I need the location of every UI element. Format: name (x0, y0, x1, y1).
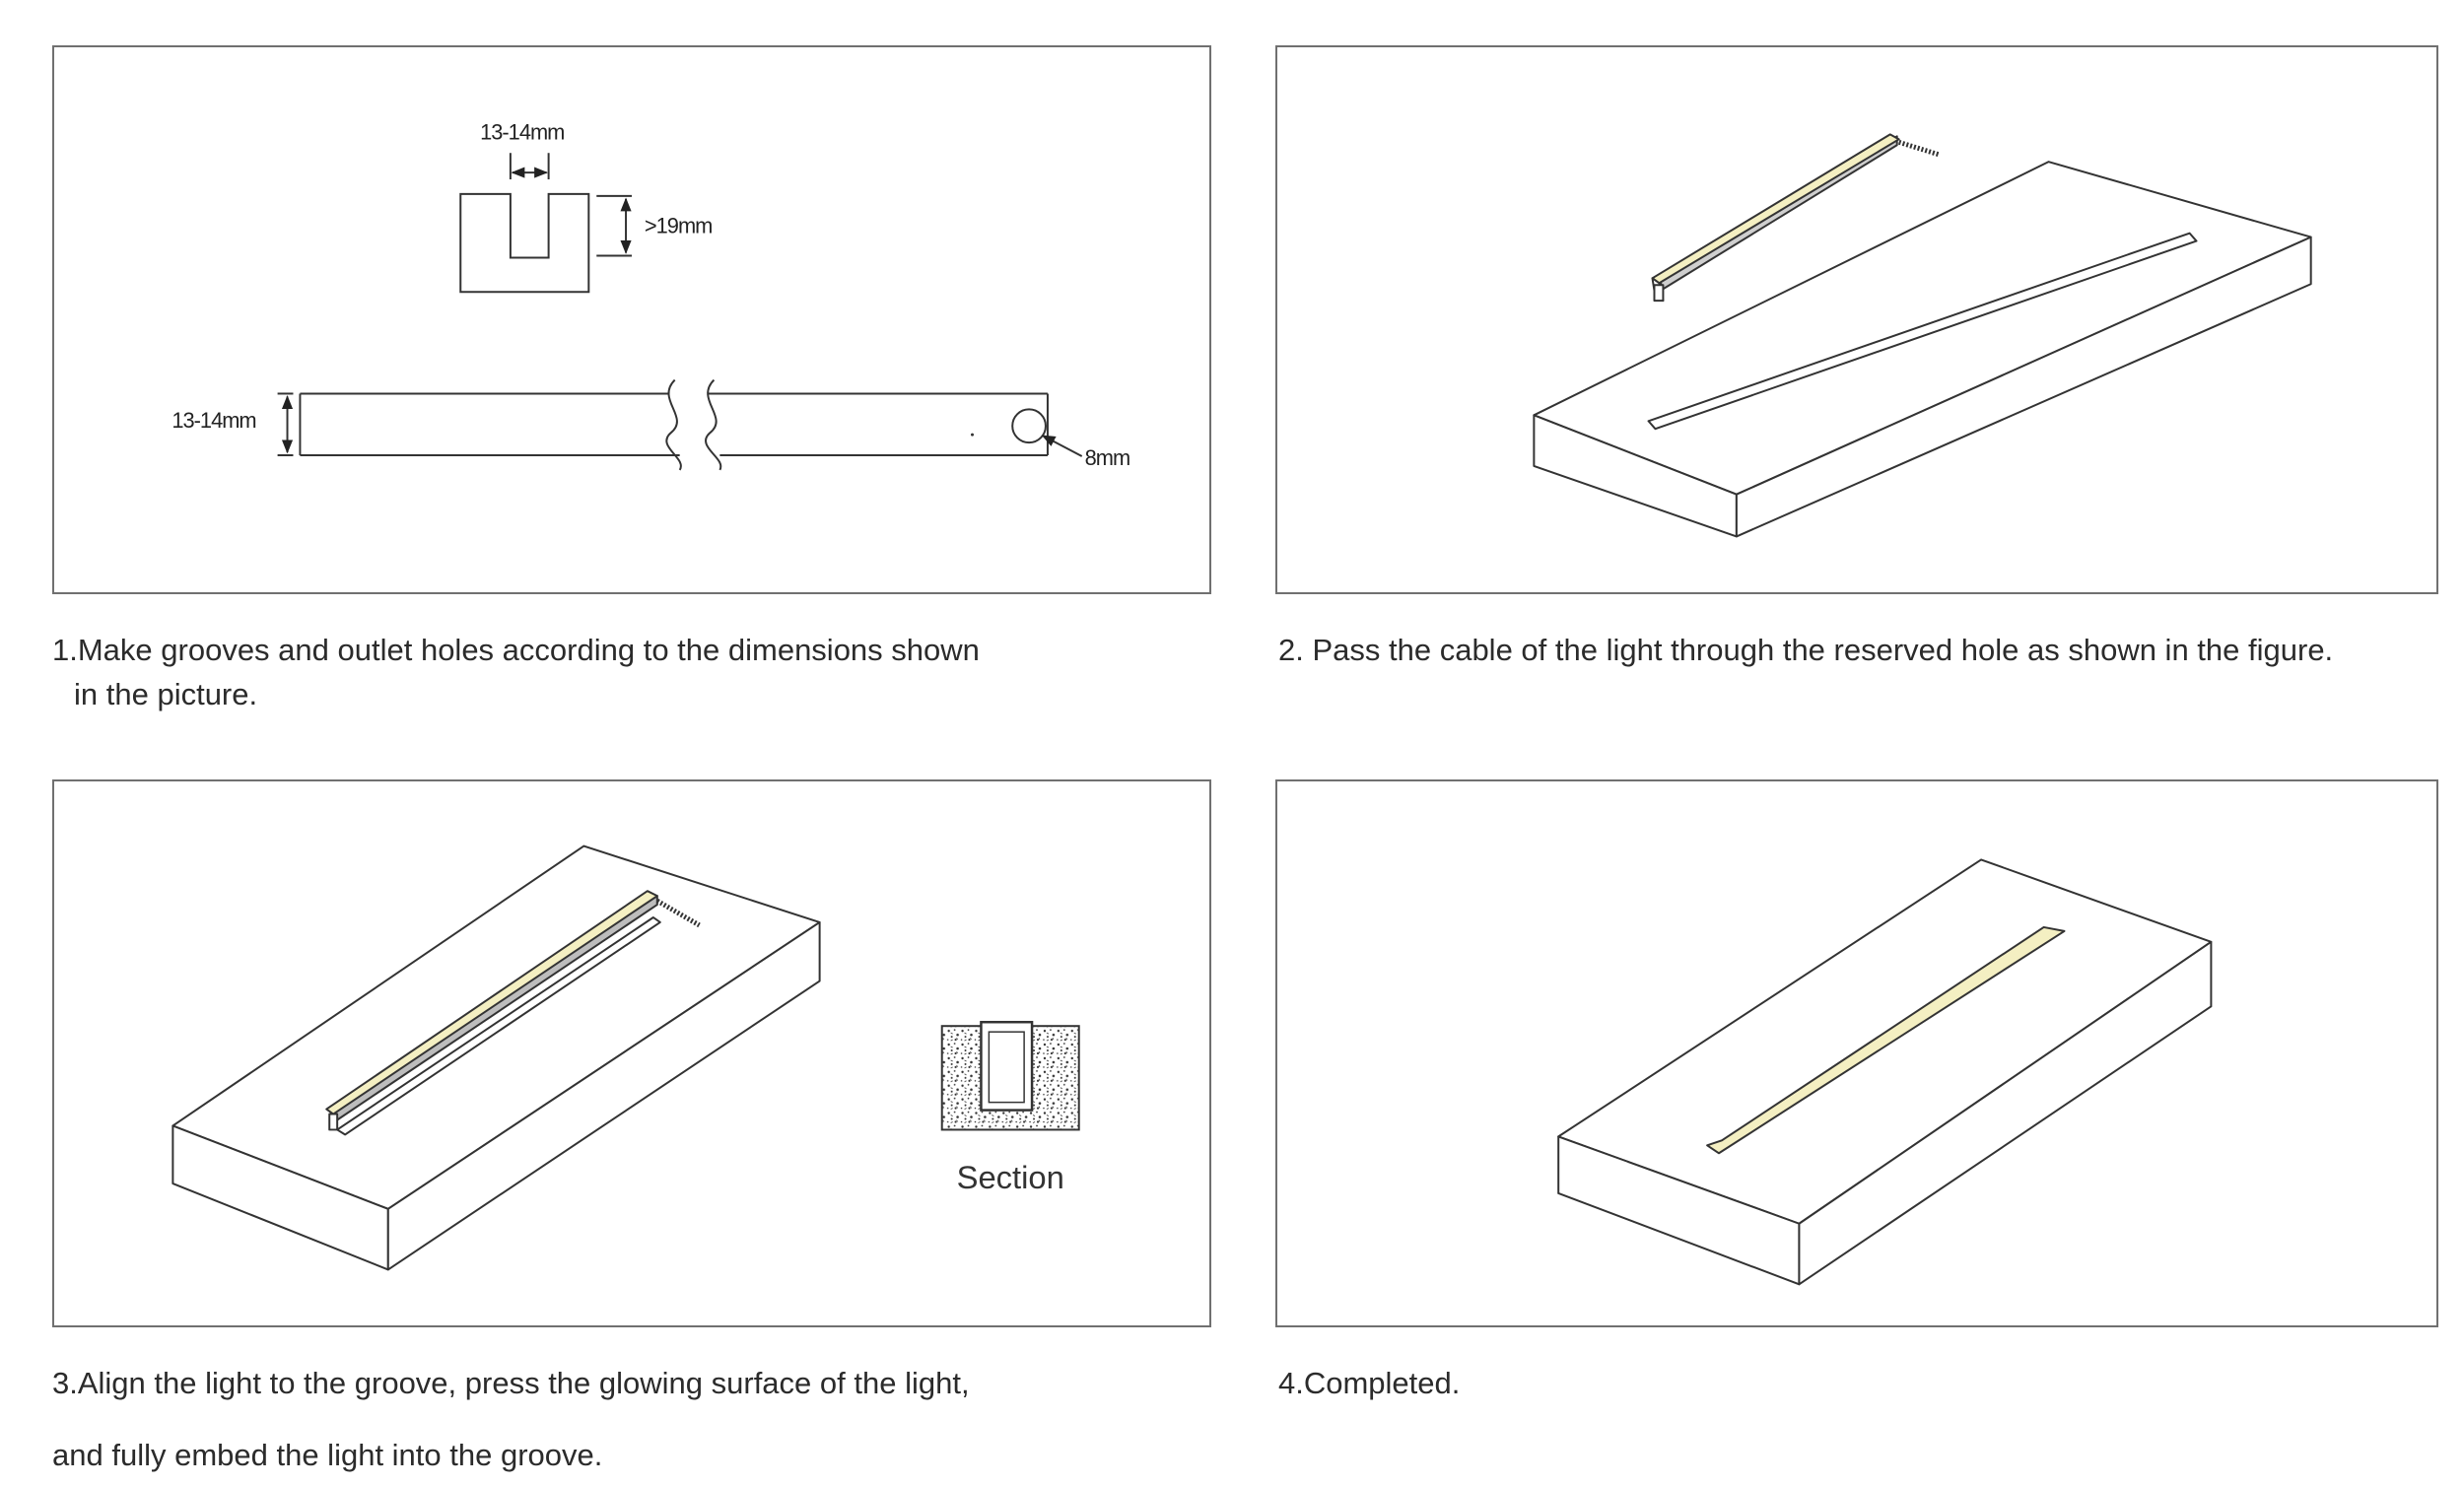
cable-insertion-drawing (1533, 133, 2312, 538)
step4-panel (1275, 779, 2438, 1327)
slab-right (386, 920, 821, 1271)
section-label: Section (957, 1159, 1064, 1195)
strip-groove-left (299, 392, 680, 456)
groove-width-label: 13-14mm (480, 119, 564, 144)
groove-slot (1647, 232, 2198, 431)
groove-slot (336, 916, 661, 1136)
hole-diameter-label: 8mm (1085, 445, 1130, 470)
outlet-hole (1011, 408, 1047, 444)
step3-caption-line1: 3.Align the light to the groove, press t… (52, 1366, 970, 1400)
slab-right (1735, 236, 2312, 538)
strip-width-label: 13-14mm (171, 408, 255, 433)
cable (655, 898, 701, 928)
slab-right (1798, 940, 2213, 1286)
completed-drawing (1557, 858, 2213, 1286)
break-line-left (665, 378, 682, 471)
light-strip-glow (325, 890, 658, 1115)
section-view (940, 1020, 1080, 1131)
step3-panel: Section (52, 779, 1211, 1327)
step3-caption-line2: and fully embed the light into the groov… (52, 1438, 603, 1472)
groove-profile (459, 192, 590, 294)
step1-caption-line2: in the picture. (74, 677, 258, 711)
embedded-light-glow (1706, 925, 2066, 1155)
step1-caption-line1: 1.Make grooves and outlet holes accordin… (52, 633, 980, 667)
groove-depth-label: >19mm (645, 214, 712, 238)
cable (1897, 139, 1942, 158)
step1-panel: 13-14mm >19mm 13-14mm 8mm (52, 45, 1211, 594)
step2-panel (1275, 45, 2438, 594)
step2-caption: 2. Pass the cable of the light through t… (1278, 633, 2334, 667)
break-line-right (705, 378, 722, 471)
embed-light-drawing: Section (171, 844, 1080, 1271)
strip-groove-right (708, 392, 1049, 456)
step4-caption: 4.Completed. (1278, 1366, 1461, 1400)
groove-dimension-drawing: 13-14mm >19mm 13-14mm 8mm (171, 119, 1130, 471)
